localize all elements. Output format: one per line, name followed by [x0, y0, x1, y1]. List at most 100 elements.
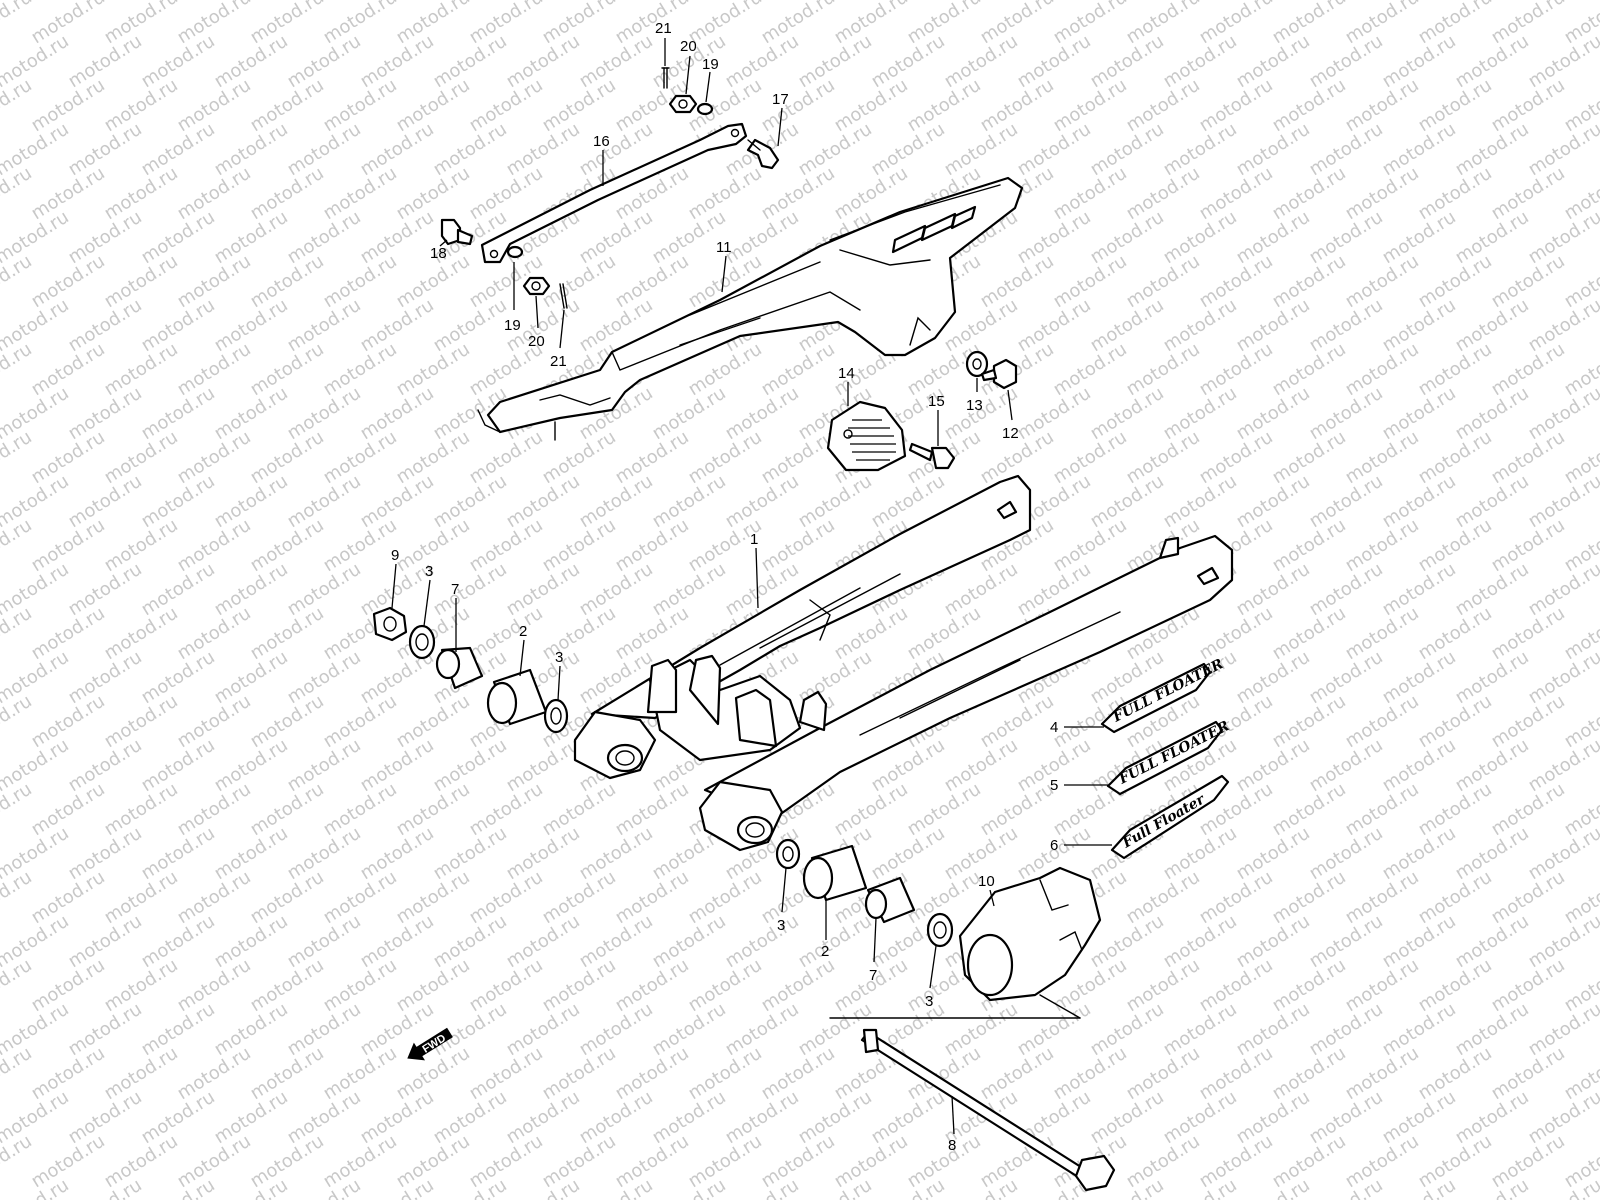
watermark-text: motod.ru: [1196, 603, 1277, 665]
watermark-text: motod.ru: [393, 955, 474, 1017]
watermark-text: motod.ru: [722, 207, 803, 269]
watermark-text: motod.ru: [1379, 1087, 1460, 1149]
watermark-text: motod.ru: [1233, 207, 1314, 269]
watermark-text: motod.ru: [1269, 603, 1350, 665]
watermark-text: motod.ru: [1342, 779, 1423, 841]
watermark-text: motod.ru: [466, 515, 547, 577]
watermark-text: motod.ru: [1014, 999, 1095, 1061]
watermark-text: motod.ru: [174, 163, 255, 225]
watermark-text: motod.ru: [247, 1131, 328, 1193]
swingarm-protector: [958, 866, 1102, 1002]
callout-10: 10: [978, 873, 995, 890]
callout-18: 18: [430, 245, 447, 262]
watermark-text: motod.ru: [1196, 75, 1277, 137]
washer-bottom: [506, 245, 524, 259]
watermark-text: motod.ru: [1306, 471, 1387, 533]
watermark-text: motod.ru: [977, 1043, 1058, 1105]
callout-4: 4: [1050, 719, 1058, 736]
watermark-text: motod.ru: [247, 691, 328, 753]
watermark-text: motod.ru: [138, 559, 219, 621]
watermark-text: motod.ru: [1123, 75, 1204, 137]
watermark-text: motod.ru: [868, 119, 949, 181]
watermark-text: motod.ru: [1123, 427, 1204, 489]
watermark-text: motod.ru: [0, 0, 36, 48]
watermark-text: motod.ru: [174, 0, 255, 48]
callout-8: 8: [948, 1137, 956, 1154]
watermark-text: motod.ru: [174, 955, 255, 1017]
watermark-text: motod.ru: [941, 999, 1022, 1061]
watermark-text: motod.ru: [1160, 823, 1241, 885]
callout-19-bottom: 19: [504, 317, 521, 334]
watermark-text: motod.ru: [1452, 1087, 1533, 1149]
watermark-text: motod.ru: [1415, 515, 1496, 577]
watermark-text: motod.ru: [539, 603, 620, 665]
watermark-text: motod.ru: [977, 339, 1058, 401]
callout-11: 11: [716, 239, 732, 256]
watermark-text: motod.ru: [649, 207, 730, 269]
watermark-text: motod.ru: [941, 119, 1022, 181]
watermark-text: motod.ru: [503, 31, 584, 93]
watermark-text: motod.ru: [211, 559, 292, 621]
watermark-text: motod.ru: [65, 119, 146, 181]
watermark-text: motod.ru: [357, 471, 438, 533]
watermark-text: motod.ru: [576, 823, 657, 885]
callout-3-b: 3: [555, 649, 563, 666]
watermark-text: motod.ru: [65, 559, 146, 621]
watermark-text: motod.ru: [284, 471, 365, 533]
watermark-text: motod.ru: [539, 0, 620, 48]
watermark-text: motod.ru: [466, 75, 547, 137]
watermark-text: motod.ru: [211, 295, 292, 357]
watermark-text: motod.ru: [211, 999, 292, 1061]
bearing-7a: [435, 646, 484, 690]
watermark-text: motod.ru: [1488, 251, 1569, 313]
watermark-text: motod.ru: [247, 0, 328, 48]
watermark-text: motod.ru: [174, 691, 255, 753]
watermark-text: motod.ru: [101, 1131, 182, 1193]
callout-3-a: 3: [425, 563, 433, 580]
watermark-text: motod.ru: [320, 1043, 401, 1105]
watermark-text: motod.ru: [1342, 251, 1423, 313]
watermark-text: motod.ru: [284, 823, 365, 885]
watermark-text: motod.ru: [904, 75, 985, 137]
watermark-text: motod.ru: [1452, 31, 1533, 93]
watermark-text: motod.ru: [284, 1087, 365, 1149]
watermark-text: motod.ru: [357, 31, 438, 93]
watermark-text: motod.ru: [1488, 515, 1569, 577]
watermark-text: motod.ru: [1379, 559, 1460, 621]
watermark-text: motod.ru: [393, 427, 474, 489]
watermark-text: motod.ru: [430, 1087, 511, 1149]
watermark-text: motod.ru: [211, 119, 292, 181]
watermark-text: motod.ru: [539, 75, 620, 137]
watermark-text: motod.ru: [211, 911, 292, 973]
watermark-text: motod.ru: [1379, 735, 1460, 797]
watermark-text: motod.ru: [1196, 0, 1277, 48]
watermark-text: motod.ru: [685, 0, 766, 48]
watermark-text: motod.ru: [722, 31, 803, 93]
watermark-text: motod.ru: [1123, 955, 1204, 1017]
callout-7-a: 7: [451, 581, 459, 598]
watermark-text: motod.ru: [430, 471, 511, 533]
watermark-text: motod.ru: [1452, 119, 1533, 181]
watermark-text: motod.ru: [1415, 1043, 1496, 1105]
watermark-text: motod.ru: [1087, 295, 1168, 357]
watermark-text: motod.ru: [977, 1131, 1058, 1193]
dust-seal-3b: [543, 698, 569, 734]
watermark-text: motod.ru: [211, 647, 292, 709]
watermark-text: motod.ru: [977, 75, 1058, 137]
bolt-12: [980, 358, 1018, 390]
watermark-text: motod.ru: [612, 867, 693, 929]
watermark-text: motod.ru: [1233, 999, 1314, 1061]
leader-lines: [391, 38, 1112, 1135]
watermark-text: motod.ru: [393, 75, 474, 137]
callout-labels: 21 20 19 17 16 11 18 19 20 21 14 15 13 1…: [391, 20, 1058, 1154]
watermark-text: motod.ru: [357, 735, 438, 797]
swingarm: [573, 474, 1234, 852]
watermark-text: motod.ru: [247, 339, 328, 401]
watermark-text: motod.ru: [941, 735, 1022, 797]
watermark-text: motod.ru: [174, 427, 255, 489]
watermark-text: motod.ru: [795, 119, 876, 181]
watermark-text: motod.ru: [977, 0, 1058, 48]
watermark-text: motod.ru: [1050, 0, 1131, 48]
dust-seal-3c: [775, 838, 801, 870]
watermark-text: motod.ru: [430, 295, 511, 357]
